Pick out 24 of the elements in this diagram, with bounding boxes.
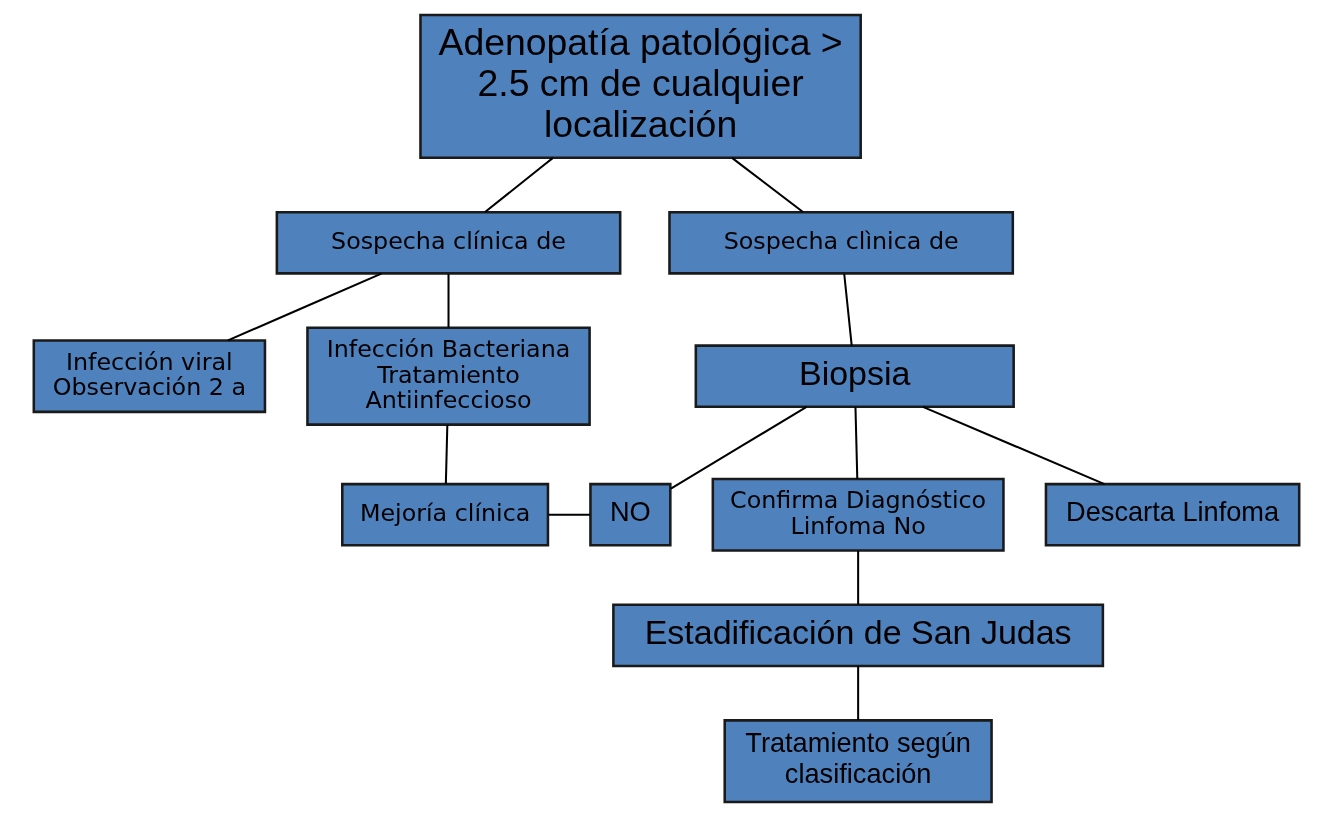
connector [444,425,449,484]
connector [857,551,860,605]
connector [227,272,382,342]
node-box: Infección Bacteriana Tratamiento Antiinfeccioso [306,326,591,426]
connector [548,513,591,516]
node-box: Mejoría clínica [341,482,550,547]
connector [731,157,804,213]
node-box: Confirma Diagnóstico Linfoma No [711,477,1005,552]
node-box: NO [589,482,672,547]
node-box: Tratamiento según clasificación [723,719,993,804]
connector [922,405,1105,485]
node-box: Sospecha clìnica de [668,210,1015,275]
connector [857,666,860,721]
node-box: Biopsia [694,344,1015,409]
connector [670,406,808,490]
node-box: Sospecha clínica de [275,210,622,275]
connector [447,274,450,328]
connector [854,407,859,480]
node-box: Adenopatía patológica > 2.5 cm de cualquier localización [419,13,862,160]
node-box: Infección viral Observación 2 a [32,339,267,414]
connector [843,273,853,346]
node-box: Estadificación de San Judas [612,603,1105,668]
connector [484,157,554,213]
node-box: Descarta Linfoma [1044,482,1301,547]
